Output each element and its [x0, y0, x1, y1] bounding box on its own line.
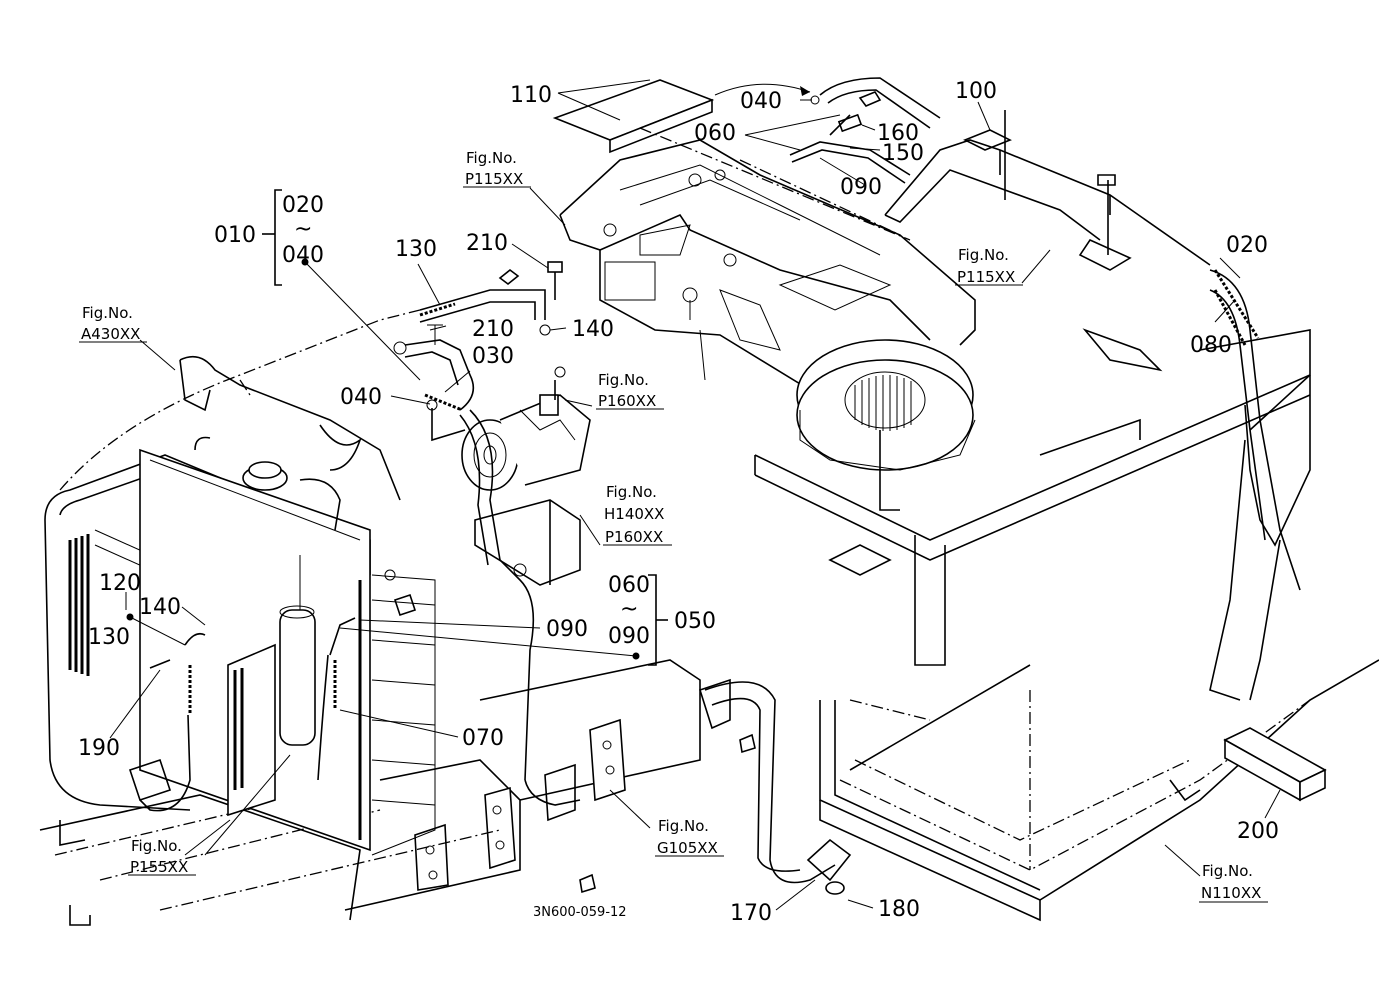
fig-ref-p115-top-code: P115XX: [465, 170, 523, 188]
lower-mounts: [39, 659, 701, 926]
fig-ref-a430-code: A430XX: [81, 325, 140, 343]
label-030: 030: [472, 344, 514, 369]
compressor-drawing: [461, 366, 591, 586]
leader-lines: [79, 79, 1281, 911]
label-090-top: 090: [840, 175, 882, 200]
fig-ref-h140-code2: P160XX: [605, 528, 663, 546]
fig-ref-g105-title: Fig.No.: [658, 817, 709, 835]
drawing-code: 3N600-059-12: [533, 905, 627, 920]
label-170: 170: [730, 901, 772, 926]
label-040-top: 040: [740, 89, 782, 114]
label-050: 050: [674, 609, 716, 634]
label-210-top: 210: [466, 231, 508, 256]
label-120: 120: [99, 571, 141, 596]
label-090-left: 090: [546, 617, 588, 642]
label-090-range-end: 090: [608, 624, 650, 649]
label-010: 010: [214, 223, 256, 248]
label-020-right: 020: [1226, 233, 1268, 258]
label-140-left: 140: [139, 595, 181, 620]
label-180: 180: [878, 897, 920, 922]
label-160: 160: [877, 121, 919, 146]
fig-ref-g105-code: G105XX: [657, 839, 718, 857]
fig-ref-h140-code: H140XX: [604, 505, 664, 523]
label-040-range-end: 040: [282, 243, 324, 268]
label-070: 070: [462, 726, 504, 751]
fig-ref-n110-code: N110XX: [1201, 884, 1261, 902]
label-210-center: 210: [472, 317, 514, 342]
label-140-center: 140: [572, 317, 614, 342]
label-130-hose: 130: [395, 237, 437, 262]
fig-ref-p115-right-title: Fig.No.: [958, 246, 1009, 264]
fig-ref-p115-right-code: P115XX: [957, 268, 1015, 286]
label-110: 110: [510, 83, 552, 108]
fig-ref-h140-title: Fig.No.: [606, 483, 657, 501]
condenser-radiator-drawing: [44, 309, 436, 856]
label-130-left: 130: [88, 625, 130, 650]
label-tilde-2: ~: [620, 597, 638, 622]
cab-frame-lower: [819, 659, 1379, 922]
fig-ref-p160-code: P160XX: [598, 392, 656, 410]
hvac-unit-drawing: [552, 79, 976, 471]
part-labels: 010 020 ~ 040 130 210 210 140 030 040 11…: [78, 79, 1279, 926]
fig-ref-p115-top-title: Fig.No.: [466, 149, 517, 167]
label-020-range-start: 020: [282, 193, 324, 218]
label-190: 190: [78, 736, 120, 761]
top-hose-assembly: [789, 77, 941, 184]
fig-ref-p160-title: Fig.No.: [598, 371, 649, 389]
fig-ref-n110-title: Fig.No.: [1202, 862, 1253, 880]
label-060-top: 060: [694, 121, 736, 146]
label-100: 100: [955, 79, 997, 104]
fig-ref-p155-title: Fig.No.: [131, 837, 182, 855]
hose-130-030: [393, 261, 581, 806]
fig-ref-p155-code: P155XX: [130, 858, 188, 876]
label-tilde-1: ~: [294, 217, 312, 242]
label-150: 150: [882, 141, 924, 166]
label-080: 080: [1190, 333, 1232, 358]
figure-references: Fig.No. P115XX Fig.No. P115XX Fig.No. A4…: [81, 149, 1261, 920]
label-200: 200: [1237, 819, 1279, 844]
fig-ref-a430-title: Fig.No.: [82, 304, 133, 322]
label-060-range-start: 060: [608, 573, 650, 598]
cab-frame-top: [754, 110, 1311, 701]
label-040-center: 040: [340, 385, 382, 410]
pipe-loop-170: [699, 678, 852, 895]
